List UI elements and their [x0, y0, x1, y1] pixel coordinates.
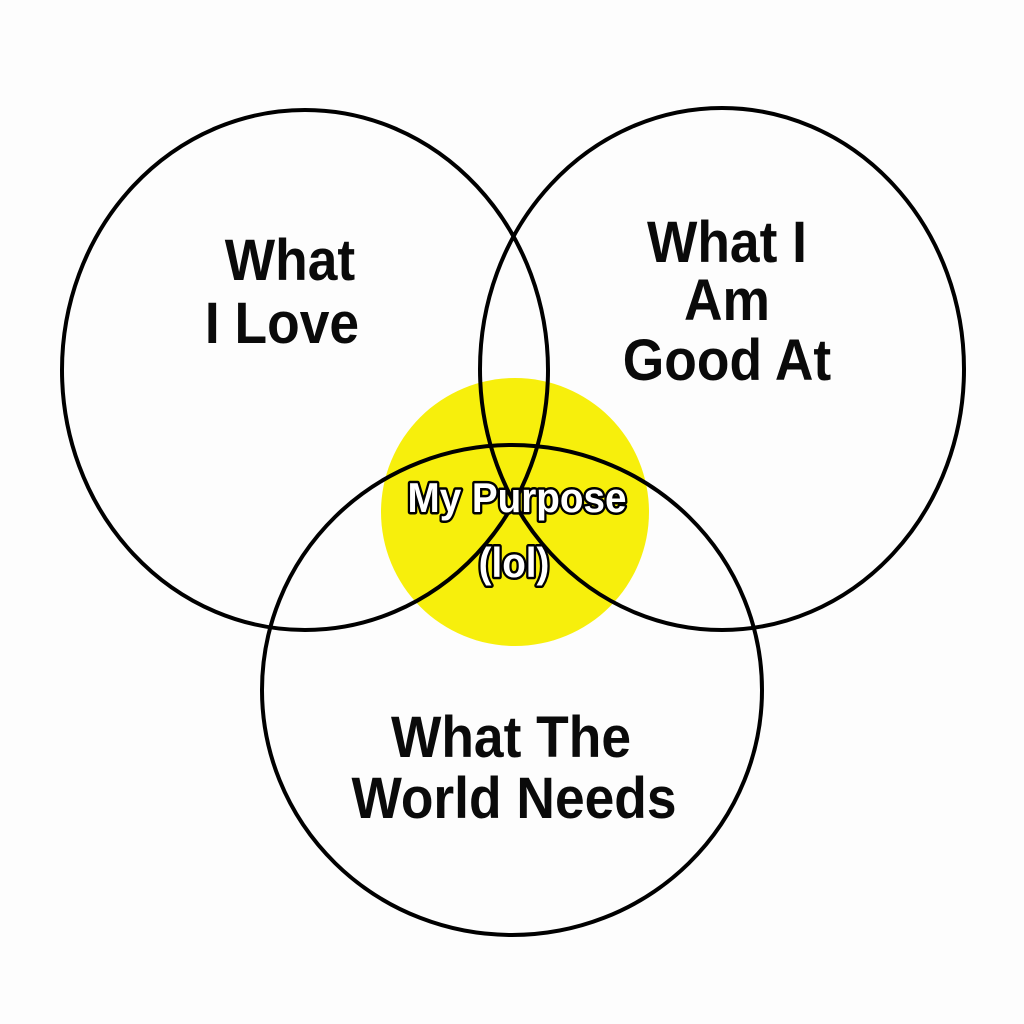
- label-line: My Purpose: [408, 473, 627, 521]
- label-what-i-love: What I Love: [205, 228, 359, 356]
- circle-what-i-am-good-at: [478, 106, 966, 632]
- label-line: Am: [684, 268, 770, 333]
- label-my-purpose: My Purpose (lol): [405, 471, 629, 589]
- label-line: What The: [391, 705, 631, 770]
- label-line: World Needs: [351, 766, 676, 831]
- label-line: Good At: [623, 328, 831, 393]
- circle-what-i-love: [60, 108, 550, 632]
- label-line: I Love: [205, 291, 359, 356]
- label-line: What: [225, 228, 355, 293]
- circle-what-the-world-needs: [260, 443, 764, 937]
- label-what-the-world-needs: What The World Needs: [351, 705, 676, 831]
- label-line: (lol): [479, 538, 550, 586]
- label-what-i-am-good-at: What I Am Good At: [623, 210, 831, 393]
- label-line: What I: [647, 210, 807, 275]
